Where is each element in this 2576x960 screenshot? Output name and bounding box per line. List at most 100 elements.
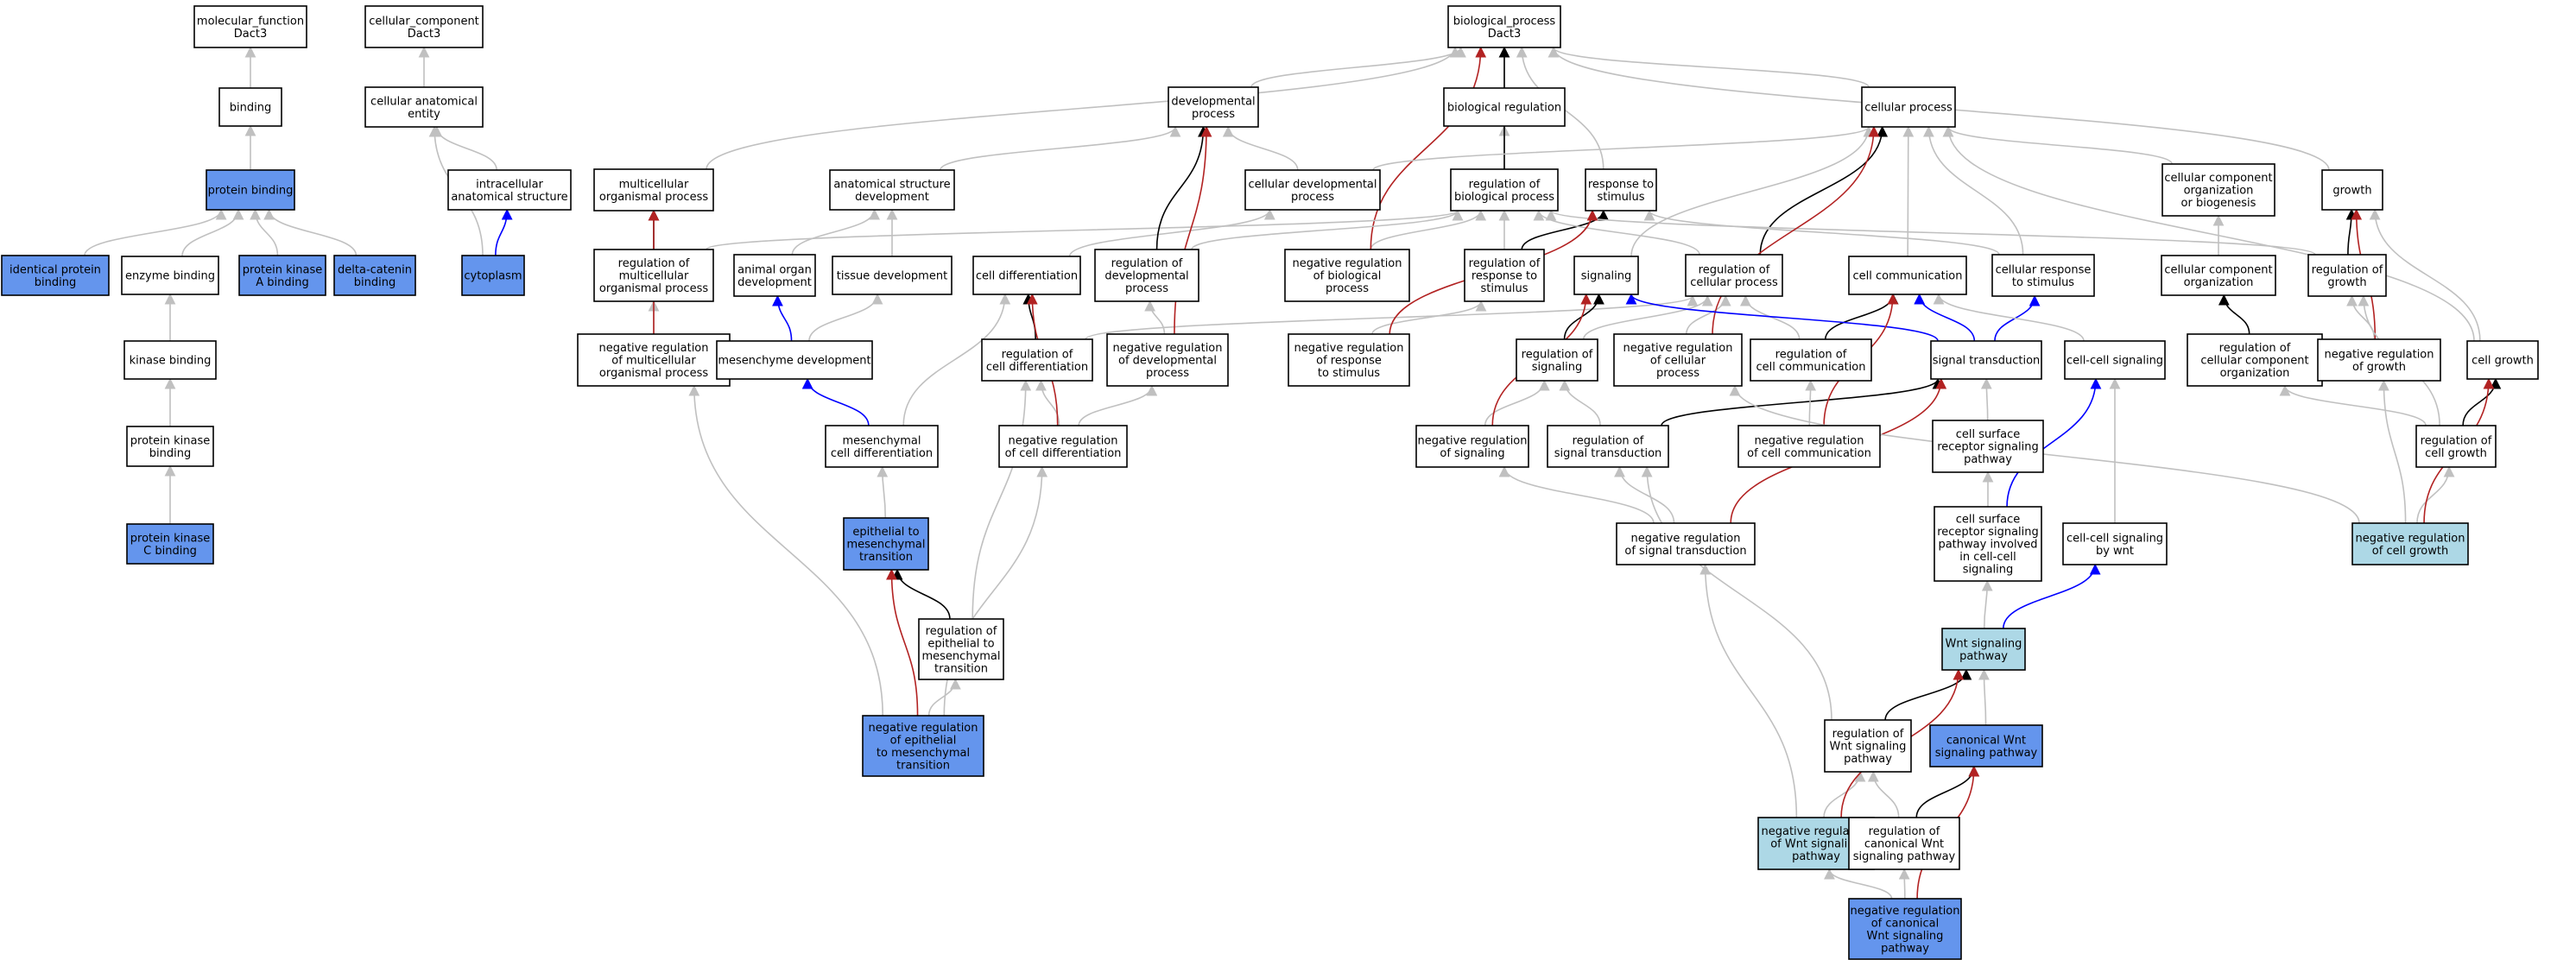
node-box [1573,256,1639,295]
edge-is-a-cellgrowth-to-growth [2369,208,2481,342]
node-label-line: canonical Wnt [1864,838,1944,851]
node-protbind[interactable]: protein binding [206,169,295,211]
node-growth[interactable]: growth [2321,169,2383,211]
node-label-line: regulation of [1002,348,1073,361]
node-cellcellsig[interactable]: cell-cell signaling [2064,340,2166,380]
node-label-line: by wnt [2096,545,2134,558]
edge-regulates-regcellgrowth-to-cellgrowth [2462,377,2502,426]
node-label-line: negative regulation [1294,342,1403,355]
edge-is-a-celldevproc-to-cellproc [1372,125,1875,171]
node-label-line: in cell-cell [1959,551,2016,564]
edge-is-a-mesdev-to-tissuedev [808,293,883,342]
node-box [716,340,873,380]
node-label-line: cellular component [2164,172,2272,185]
node-sigtrans[interactable]: signal transduction [1930,340,2042,380]
node-label-line: negative regulation [1417,434,1527,447]
node-box [123,340,217,380]
node-enzbind[interactable]: enzyme binding [121,256,219,295]
node-cellproc[interactable]: cellular process [1861,86,1956,128]
node-box [206,169,295,211]
node-box [2161,255,2276,296]
node-label-line: regulation of [1469,178,1541,191]
node-cytoplasm[interactable]: cytoplasm [461,255,525,296]
edge-is-a-negregdev-to-regdev [1144,300,1166,335]
node-bioreg[interactable]: biological regulation [1443,87,1566,127]
edge-is-a-wnt-to-csrspcc [1981,579,1993,629]
node-cellcomm[interactable]: cell communication [1848,256,1967,295]
node-box [1934,506,2042,582]
edge-regulates-regccorg-to-ccorg [2218,294,2250,335]
node-label-line: Wnt signaling [1830,741,1907,754]
node-box [126,523,214,565]
node-box [593,249,714,302]
node-kinbind[interactable]: kinase binding [123,340,217,380]
node-signaling[interactable]: signaling [1573,256,1639,295]
node-binding[interactable]: binding [218,87,282,127]
node-box [1824,719,1912,773]
node-cellgrowth[interactable]: cell growth [2466,340,2539,380]
node-tissuedev[interactable]: tissue development [832,256,953,295]
node-box [1244,169,1381,211]
node-mesdev[interactable]: mesenchyme development [716,340,873,380]
node-celldiff[interactable]: cell differentiation [972,256,1081,295]
node-label-line: of biological [1313,270,1382,283]
